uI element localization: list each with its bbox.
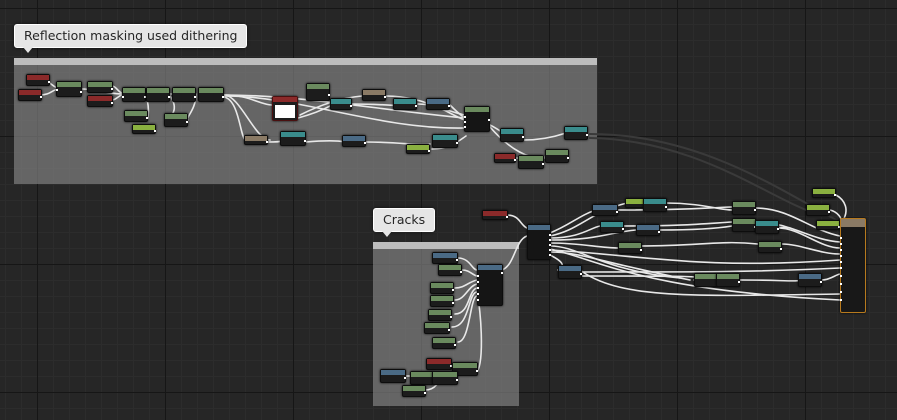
color-preview-node[interactable] [272, 96, 298, 121]
math-node[interactable] [600, 221, 624, 233]
parameter-node[interactable] [816, 220, 840, 230]
comment-box-reflection[interactable] [14, 58, 597, 184]
parameter-node[interactable] [438, 264, 462, 276]
constant-node[interactable] [426, 358, 452, 370]
make-material-attributes-node[interactable] [527, 224, 551, 260]
lerp-node[interactable] [464, 106, 490, 132]
constant-node[interactable] [18, 89, 42, 101]
parameter-node[interactable] [518, 155, 544, 169]
parameter-node[interactable] [164, 113, 188, 127]
math-node[interactable] [432, 134, 458, 148]
parameter-node[interactable] [406, 144, 430, 154]
parameter-node[interactable] [430, 282, 454, 294]
texture-node[interactable] [380, 369, 406, 383]
math-node[interactable] [172, 87, 196, 102]
texture-node[interactable] [342, 135, 366, 147]
texture-node[interactable] [636, 224, 660, 236]
math-node[interactable] [330, 98, 352, 110]
function-node[interactable] [362, 89, 386, 101]
math-node[interactable] [146, 87, 170, 102]
parameter-node[interactable] [716, 273, 740, 287]
parameter-node[interactable] [625, 198, 645, 208]
parameter-node[interactable] [545, 149, 569, 163]
math-node[interactable] [500, 128, 524, 142]
texture-node[interactable] [798, 273, 822, 287]
constant-node[interactable] [26, 74, 50, 86]
math-node[interactable] [393, 98, 417, 110]
constant-node[interactable] [494, 153, 516, 163]
parameter-node[interactable] [402, 385, 426, 397]
math-node[interactable] [198, 87, 224, 102]
math-node[interactable] [564, 126, 588, 140]
parameter-node[interactable] [428, 309, 452, 321]
parameter-node[interactable] [430, 295, 454, 307]
parameter-node[interactable] [432, 337, 456, 349]
texture-node[interactable] [558, 265, 582, 279]
math-node[interactable] [643, 198, 667, 212]
parameter-node[interactable] [87, 81, 113, 93]
parameter-node[interactable] [410, 371, 434, 385]
parameter-node[interactable] [432, 371, 458, 385]
parameter-node[interactable] [452, 362, 478, 376]
texture-node[interactable] [592, 204, 618, 216]
parameter-node[interactable] [618, 242, 642, 254]
material-output-node[interactable] [840, 218, 866, 313]
parameter-node[interactable] [694, 273, 718, 287]
parameter-node[interactable] [132, 124, 156, 134]
parameter-node[interactable] [806, 204, 830, 216]
math-node[interactable] [122, 87, 146, 102]
parameter-node[interactable] [56, 81, 82, 97]
function-node[interactable] [244, 135, 268, 145]
constant-node[interactable] [87, 95, 113, 107]
parameter-node[interactable] [758, 241, 782, 253]
parameter-node[interactable] [732, 201, 756, 215]
texture-node[interactable] [426, 98, 450, 110]
constant-node[interactable] [482, 210, 508, 220]
comment-title-reflection[interactable]: Reflection masking used dithering [14, 24, 248, 53]
texture-node[interactable] [432, 252, 458, 264]
math-node[interactable] [755, 220, 779, 234]
parameter-node[interactable] [812, 188, 836, 198]
material-function-node[interactable] [477, 264, 503, 306]
comment-title-cracks[interactable]: Cracks [373, 208, 436, 237]
parameter-node[interactable] [732, 218, 756, 232]
math-node[interactable] [280, 131, 306, 146]
parameter-node[interactable] [306, 83, 330, 101]
parameter-node[interactable] [424, 322, 450, 334]
parameter-node[interactable] [124, 110, 148, 122]
